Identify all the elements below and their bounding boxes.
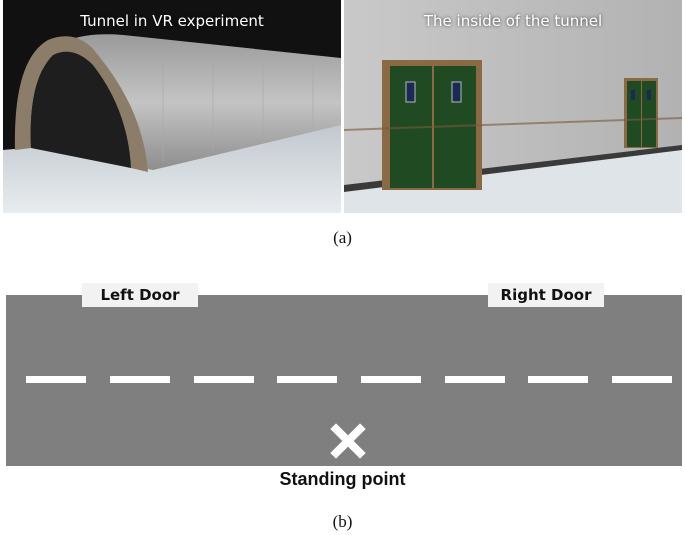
standing-point-label: Standing point [279, 469, 406, 489]
lane-dash [361, 376, 421, 383]
caption-a: (a) [333, 228, 352, 247]
lane-dash [528, 376, 588, 383]
lane-dash [445, 376, 505, 383]
far-door-left-leaf [627, 81, 641, 147]
tunnel-exterior-title: Tunnel in VR experiment [80, 12, 264, 30]
tunnel-arch-frame [14, 36, 148, 172]
standing-point-x-icon [330, 423, 366, 459]
far-door-window-left [631, 90, 635, 100]
tunnel-interior-image: The inside of the tunnel [344, 0, 682, 213]
left-door-label: Left Door [82, 283, 198, 307]
tunnel-exterior-image: Tunnel in VR experiment [3, 0, 341, 213]
lane-dash [26, 376, 86, 383]
near-door-window-right [451, 81, 462, 103]
far-door-right-leaf [642, 81, 656, 147]
right-door-label: Right Door [488, 283, 604, 307]
tunnel-interior-illustration [344, 0, 682, 213]
tunnel-opening [30, 51, 131, 168]
tunnel-interior-title: The inside of the tunnel [423, 12, 603, 30]
far-door-window-right [647, 90, 651, 100]
tunnel-floor-schematic: Left Door Right Door [6, 283, 682, 466]
tunnel-exterior-illustration [3, 0, 341, 213]
lane-dash [194, 376, 254, 383]
lane-dash [110, 376, 170, 383]
lane-dash [277, 376, 337, 383]
near-door-window-left [405, 81, 416, 103]
lane-dash [612, 376, 672, 383]
tunnel-floor [344, 150, 682, 213]
caption-b: (b) [332, 512, 353, 531]
